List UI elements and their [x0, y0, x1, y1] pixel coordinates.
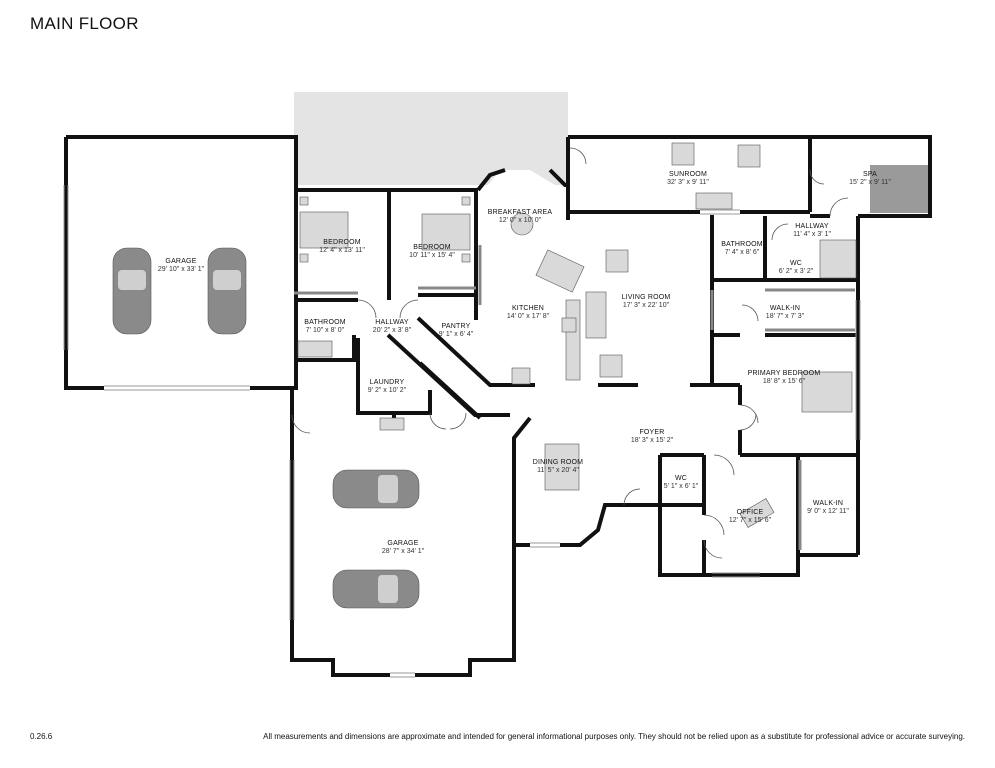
- room-name: BEDROOM: [323, 239, 361, 246]
- room-dims: 32' 3" x 9' 11": [667, 179, 709, 186]
- room-dims: 12' 4" x 13' 11": [319, 247, 365, 254]
- armchair-icon: [671, 142, 695, 166]
- room-name: HALLWAY: [795, 223, 829, 230]
- tub-icon: [297, 340, 333, 358]
- room-dims: 7' 4" x 8' 6": [725, 249, 760, 256]
- page-title: MAIN FLOOR: [30, 14, 139, 33]
- room-name: SUNROOM: [669, 171, 707, 178]
- room-dims: 18' 3" x 15' 2": [631, 437, 674, 444]
- room-name: BREAKFAST AREA: [488, 209, 553, 216]
- armchair-icon: [599, 354, 623, 378]
- room-dims: 12' 7" x 15' 6": [729, 517, 772, 524]
- room-dims: 17' 3" x 22' 10": [623, 302, 670, 309]
- room-name: WC: [675, 475, 687, 482]
- room-dims: 9' 0" x 12' 11": [807, 508, 849, 515]
- disclaimer-text: All measurements and dimensions are appr…: [263, 732, 965, 741]
- room-name: FOYER: [639, 429, 664, 436]
- dining-table-icon: [544, 443, 580, 491]
- room-dims: 18' 8" x 15' 6": [763, 378, 806, 385]
- room-dims: 7' 10" x 8' 0": [306, 327, 345, 334]
- room-name: WALK-IN: [770, 305, 800, 312]
- room-dims: 9' 2" x 10' 2": [368, 387, 407, 394]
- sink-icon: [511, 367, 531, 385]
- nightstand-icon: [299, 253, 309, 263]
- windows: [63, 185, 861, 678]
- stove-icon: [561, 317, 577, 333]
- room-name: BATHROOM: [721, 241, 763, 248]
- washer-icon: [379, 417, 405, 431]
- nightstand-icon: [461, 196, 471, 206]
- room-name: SPA: [863, 171, 877, 178]
- room-name: PRIMARY BEDROOM: [748, 370, 821, 377]
- version-label: 0.26.6: [30, 732, 53, 741]
- bed-icon: [801, 371, 853, 413]
- room-dims: 11' 5" x 20' 4": [537, 467, 579, 474]
- counter-icon: [565, 299, 581, 381]
- room-dims: 15' 2" x 9' 11": [849, 179, 891, 186]
- room-dims: 12' 0" x 10' 0": [499, 217, 542, 224]
- room-name: BATHROOM: [304, 319, 346, 326]
- room-dims: 14' 0" x 17' 8": [507, 313, 550, 320]
- partitions: [294, 245, 855, 550]
- room-dims: 6' 2" x 3' 2": [779, 268, 814, 275]
- desk-icon: [739, 498, 775, 528]
- bed-icon: [421, 213, 471, 251]
- room-name: LAUNDRY: [370, 379, 405, 386]
- room-name: PANTRY: [442, 323, 471, 330]
- room-dims: 28' 7" x 34' 1": [382, 548, 425, 555]
- sofa-icon: [695, 192, 733, 210]
- room-dims: 18' 7" x 7' 3": [766, 313, 805, 320]
- room-dims: 9' 1" x 6' 4": [439, 331, 474, 338]
- room-name: DINING ROOM: [533, 459, 583, 466]
- room-name: WALK-IN: [813, 500, 843, 507]
- spa-tub: [870, 165, 928, 213]
- shower-icon: [819, 239, 857, 279]
- room-name: HALLWAY: [375, 319, 409, 326]
- room-name: LIVING ROOM: [622, 294, 671, 301]
- room-name: KITCHEN: [512, 305, 544, 312]
- room-dims: 10' 11" x 15' 4": [409, 252, 455, 259]
- patio-area: [294, 92, 568, 185]
- armchair-icon: [605, 249, 629, 273]
- room-name: GARAGE: [165, 258, 196, 265]
- furniture: [297, 142, 857, 528]
- room-dims: 11' 4" x 3' 1": [793, 231, 831, 238]
- breakfast-table-icon: [510, 212, 534, 236]
- doors: [291, 147, 849, 559]
- car-icon: [112, 247, 420, 609]
- room-labels: GARAGE 29' 10" x 33' 1" BEDROOM 12' 4" x…: [158, 171, 891, 555]
- walls: [64, 135, 932, 677]
- room-dims: 20' 2" x 3' 8": [373, 327, 412, 334]
- nightstand-icon: [461, 253, 471, 263]
- room-dims: 5' 1" x 6' 1": [664, 483, 699, 490]
- island-icon: [535, 249, 585, 293]
- room-dims: 29' 10" x 33' 1": [158, 266, 205, 273]
- room-name: WC: [790, 260, 802, 267]
- sofa-icon: [585, 291, 607, 339]
- room-name: OFFICE: [737, 509, 764, 516]
- nightstand-icon: [299, 196, 309, 206]
- room-name: GARAGE: [387, 540, 418, 547]
- armchair-icon: [737, 144, 761, 168]
- bed-icon: [299, 211, 349, 249]
- room-name: BEDROOM: [413, 244, 451, 251]
